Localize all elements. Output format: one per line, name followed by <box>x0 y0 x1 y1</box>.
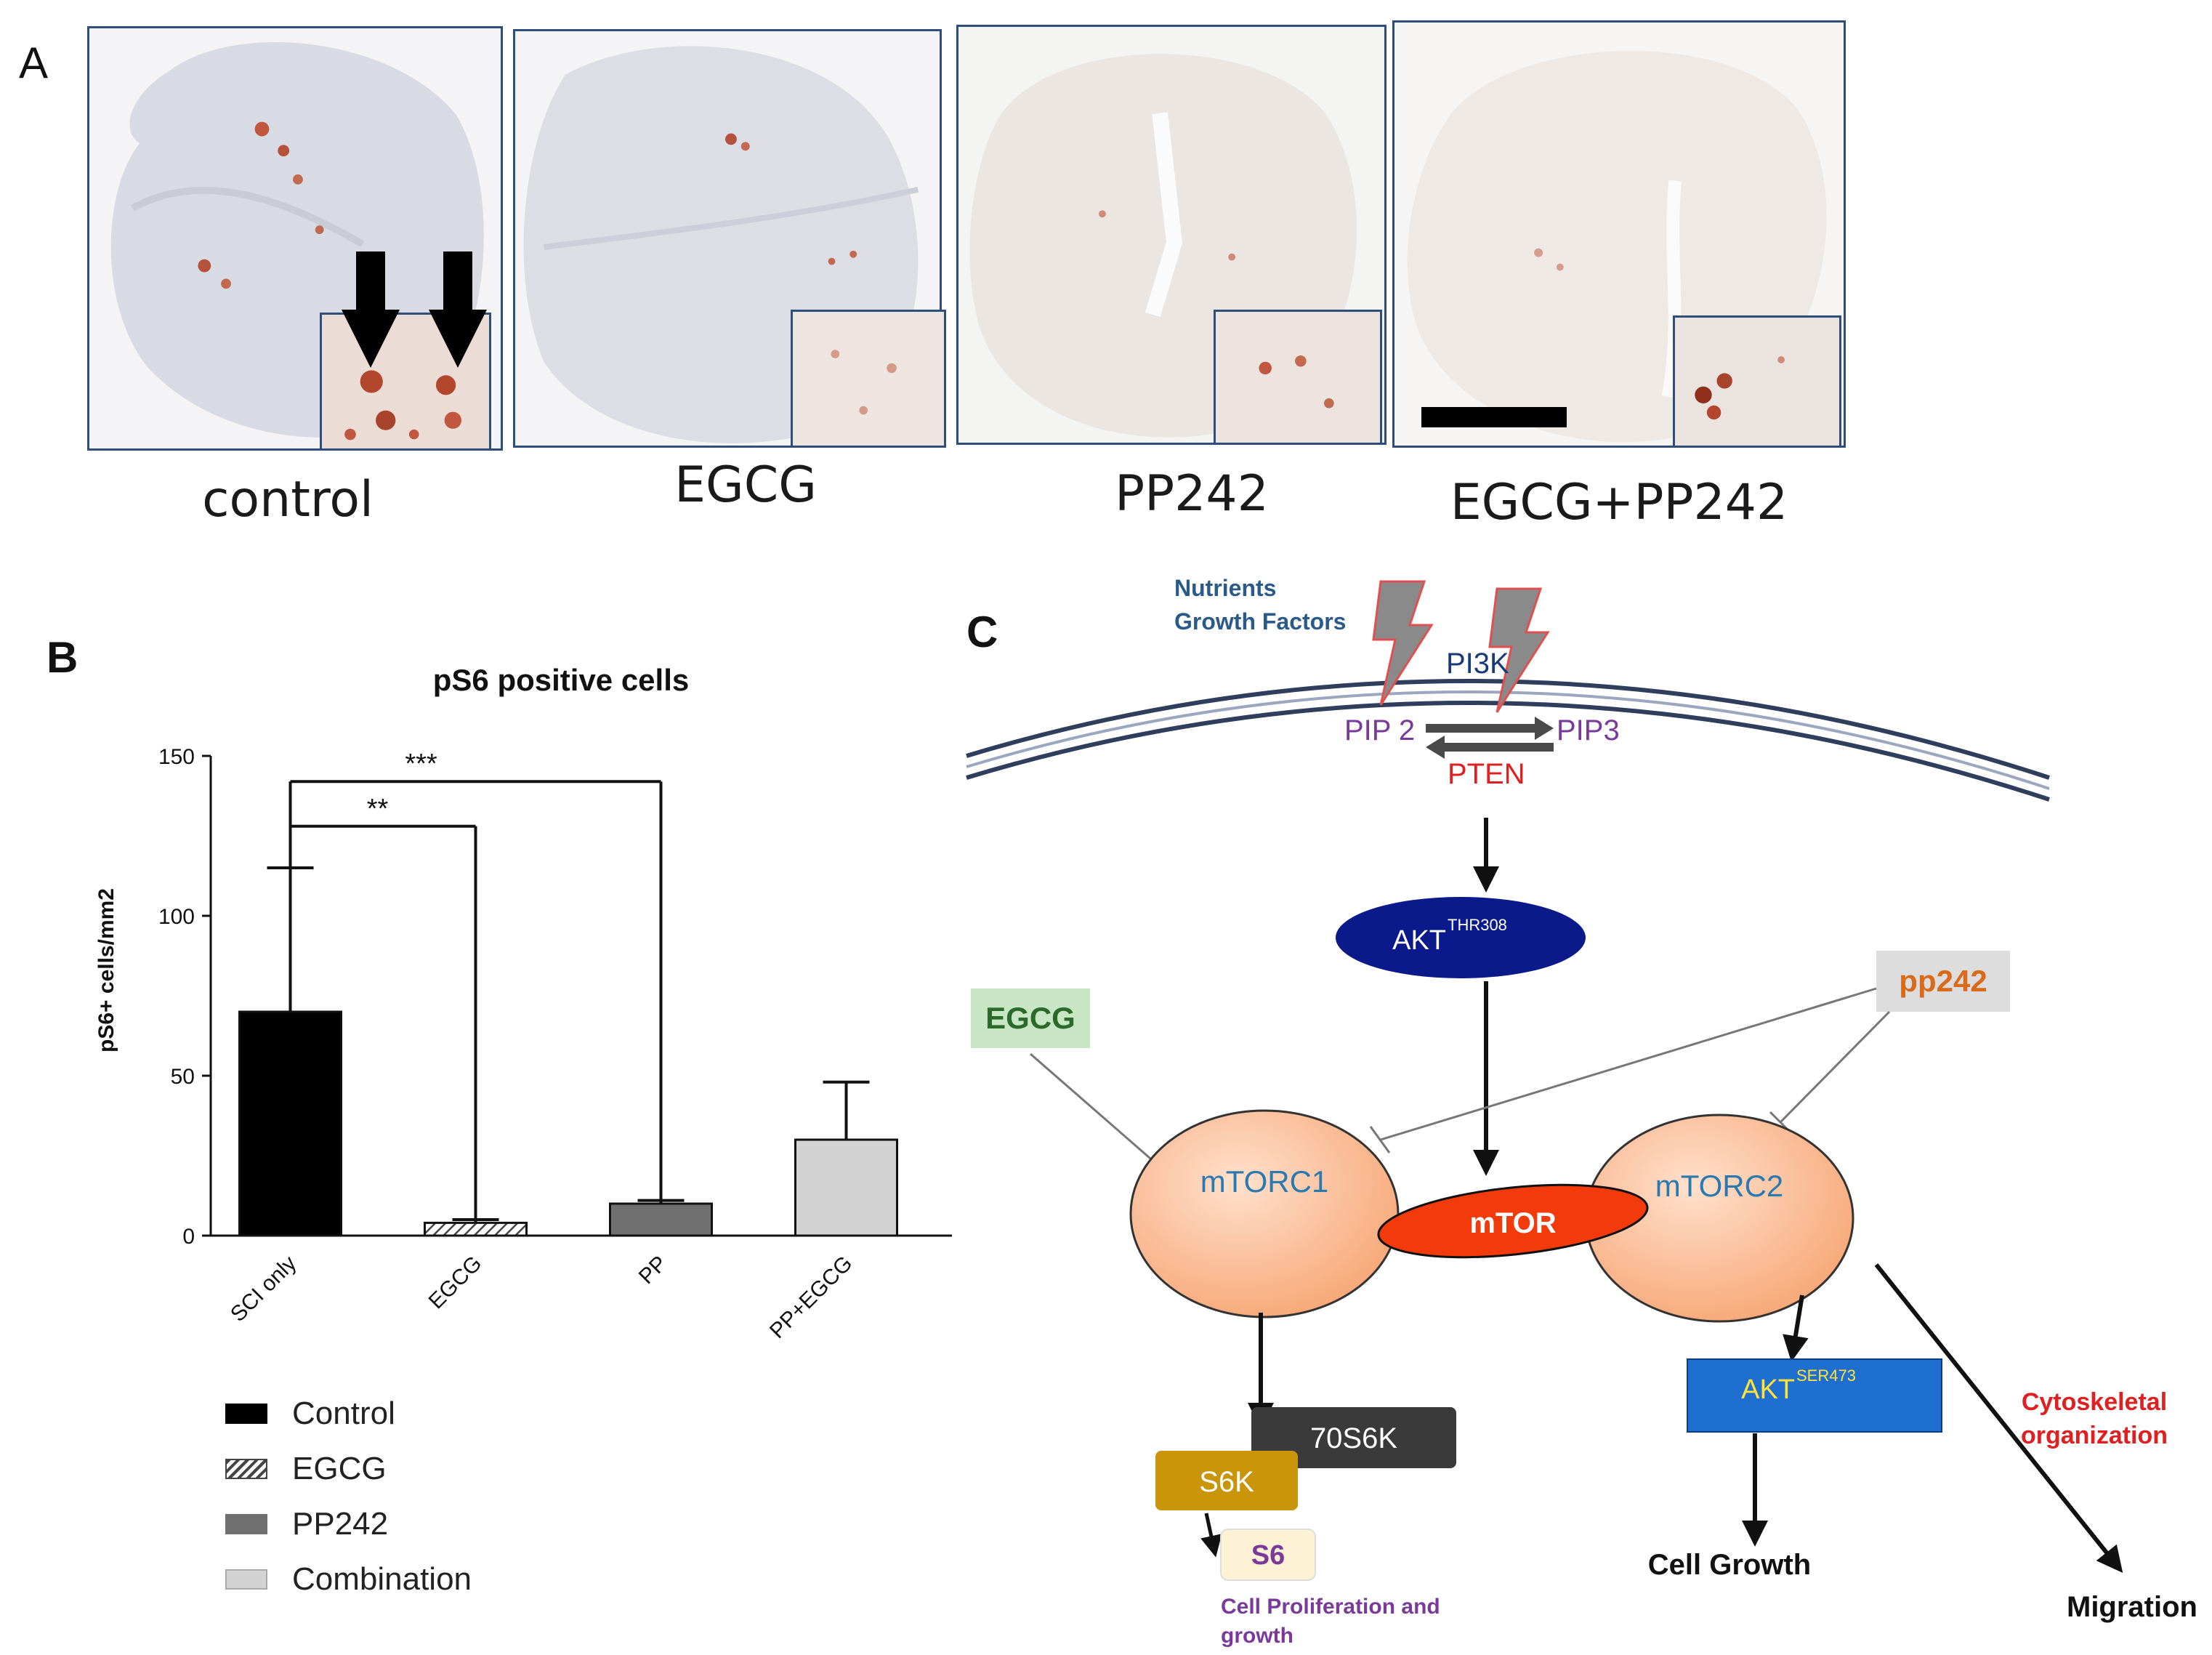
arrow-icons <box>342 251 487 368</box>
legend-swatch-egcg <box>225 1459 267 1479</box>
down-arrow-icon <box>342 251 400 368</box>
akt-ser473-sup: SER473 <box>1796 1366 1856 1385</box>
y-tick-label: 150 <box>158 745 195 769</box>
egcg-node <box>971 988 1090 1048</box>
bar <box>238 1010 342 1237</box>
mtor-node <box>1377 1183 1649 1259</box>
s6k-label: S6K <box>1199 1466 1254 1498</box>
pip2-label: PIP 2 <box>1344 714 1415 746</box>
egcg-label: EGCG <box>985 1001 1075 1035</box>
x-tick-label: PP <box>634 1252 672 1289</box>
legend-label-control: Control <box>292 1396 395 1431</box>
akt-ser473-label: AKT <box>1741 1374 1795 1405</box>
migration-label: Migration <box>2067 1591 2197 1623</box>
y-tick-label: 50 <box>171 1065 195 1089</box>
x-tick-label: EGCG <box>424 1252 487 1314</box>
s6-node <box>1220 1529 1316 1581</box>
p70s6k-node <box>1251 1407 1456 1468</box>
pten-label: PTEN <box>1448 758 1525 790</box>
bar <box>794 1138 898 1237</box>
akt-thr308-node <box>1336 897 1586 978</box>
x-tick-label: SCI only <box>226 1252 302 1327</box>
legend-swatch-pp242 <box>225 1514 267 1534</box>
legend-item-pp242: PP242 <box>225 1506 388 1542</box>
growth-factors-label: Growth Factors <box>1174 608 1346 635</box>
legend-label-pp242: PP242 <box>292 1506 389 1542</box>
pp242-node <box>1876 951 2010 1012</box>
x-tick-label: PP+EGCG <box>765 1252 857 1343</box>
pip3-label: PIP3 <box>1557 714 1620 746</box>
cytoskeletal-label-1: Cytoskeletal <box>2022 1388 2167 1416</box>
inset-egcg <box>791 310 946 448</box>
panel-c-letter: C <box>966 608 998 656</box>
s6k-node <box>1155 1451 1298 1510</box>
cell-proliferation-label-2: growth <box>1221 1624 1293 1648</box>
pi3k-label: PI3K <box>1446 648 1509 680</box>
pp242-label: pp242 <box>1899 964 1987 998</box>
mtor-pathway-diagram: C Nutrients Growth Factors PI3K PIP 2 PI… <box>966 575 2197 1648</box>
label-pp242: PP242 <box>1115 465 1269 523</box>
arrow-left-icon <box>1426 736 1554 759</box>
bar <box>609 1202 713 1237</box>
s6-label: S6 <box>1251 1540 1285 1571</box>
label-egcg: EGCG <box>674 456 817 514</box>
akt-thr308-label: AKT <box>1392 925 1446 956</box>
mtorc2-label: mTORC2 <box>1655 1169 1784 1203</box>
lightning-icon <box>1372 580 1434 706</box>
chart-title: pS6 positive cells <box>433 663 690 697</box>
akt-thr308-sup: THR308 <box>1448 916 1507 934</box>
cell-growth-label: Cell Growth <box>1648 1549 1811 1581</box>
label-control: control <box>202 471 374 528</box>
mtorc1-node <box>1129 1109 1400 1318</box>
cytoskeletal-label-2: organization <box>2021 1422 2168 1449</box>
legend-label-combination: Combination <box>292 1561 472 1597</box>
bar-chart: pS6 positive cells pS6+ cells/mm2 0 50 100… <box>94 663 952 1343</box>
akt-ser473-node <box>1687 1358 1942 1433</box>
legend-swatch-control <box>225 1404 267 1424</box>
y-tick-label: 100 <box>158 905 195 929</box>
nutrients-label: Nutrients <box>1174 575 1276 601</box>
legend-swatch-combination <box>225 1569 267 1590</box>
mtorc1-label: mTORC1 <box>1200 1164 1329 1199</box>
scale-bar <box>1421 407 1567 427</box>
p70s6k-label: 70S6K <box>1310 1422 1397 1454</box>
lightning-icon <box>1488 587 1550 713</box>
legend-item-combination: Combination <box>225 1561 472 1598</box>
arrow-right-icon <box>1426 717 1554 740</box>
chart-ylabel: pS6+ cells/mm2 <box>94 888 118 1052</box>
panel-a-letter: A <box>19 39 49 87</box>
cell-proliferation-label-1: Cell Proliferation and <box>1221 1595 1440 1619</box>
cell-membrane <box>966 679 2050 780</box>
inset-pp242 <box>1214 310 1382 445</box>
bar <box>424 1221 528 1237</box>
label-egcg-pp242: EGCG+PP242 <box>1450 474 1788 531</box>
legend-label-egcg: EGCG <box>292 1451 387 1486</box>
mtor-label: mTOR <box>1469 1207 1556 1239</box>
y-tick-label: 0 <box>182 1225 195 1249</box>
inset-egcg-pp242 <box>1673 315 1841 448</box>
legend-item-control: Control <box>225 1396 395 1432</box>
legend-item-egcg: EGCG <box>225 1451 387 1487</box>
panel-b-letter: B <box>47 633 78 682</box>
significance-label: *** <box>405 749 437 779</box>
significance-label: ** <box>367 794 389 824</box>
down-arrow-icon <box>429 251 487 368</box>
